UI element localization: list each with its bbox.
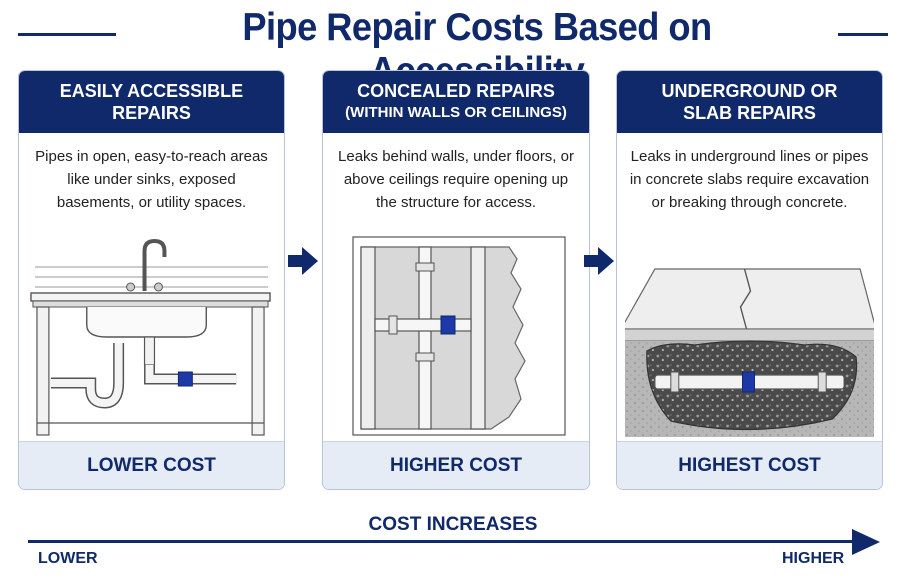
card-description: Pipes in open, easy-to-reach areas like … [35,148,268,211]
sink-pipe-illustration [27,233,276,439]
card-heading-line2: SLAB REPAIRS [683,103,816,123]
cost-scale-high: HIGHER [782,550,845,567]
wall-pipe-illustration [331,233,581,439]
title-rule-right [838,33,888,36]
card-easily-accessible: EASILY ACCESSIBLE REPAIRS Pipes in open,… [18,70,285,490]
card-concealed-repairs: CONCEALED REPAIRS (WITHIN WALLS OR CEILI… [322,70,590,490]
card-cost: LOWER COST [19,441,284,489]
card-heading-line1: UNDERGROUND OR [661,81,838,101]
card-heading-line2: REPAIRS [112,103,191,123]
cost-arrow-head-icon [852,529,880,555]
cost-scale-label: COST INCREASES [368,514,538,535]
card-heading: EASILY ACCESSIBLE REPAIRS [19,71,284,133]
card-description: Leaks behind walls, under floors, or abo… [338,148,574,211]
card-description: Leaks in underground lines or pipes in c… [629,148,870,211]
card-heading-line1: CONCEALED REPAIRS [357,81,555,101]
cost-scale-line [28,540,858,543]
cost-scale-low: LOWER [38,550,98,567]
card-cost: HIGHER COST [323,441,589,489]
card-cost: HIGHEST COST [617,441,882,489]
arrow-right-icon [584,247,614,275]
card-heading-line2: (WITHIN WALLS OR CEILINGS) [345,104,567,121]
title-rule-left [18,33,116,36]
slab-pipe-illustration [625,233,874,439]
card-underground-slab: UNDERGROUND OR SLAB REPAIRS Leaks in und… [616,70,883,490]
cost-scale: COST INCREASES LOWER HIGHER [18,512,888,582]
card-heading: CONCEALED REPAIRS (WITHIN WALLS OR CEILI… [323,71,589,133]
card-heading: UNDERGROUND OR SLAB REPAIRS [617,71,882,133]
title-row: Pipe Repair Costs Based on Accessibility [0,4,903,93]
arrow-right-icon [288,247,318,275]
card-heading-line1: EASILY ACCESSIBLE [59,81,244,101]
